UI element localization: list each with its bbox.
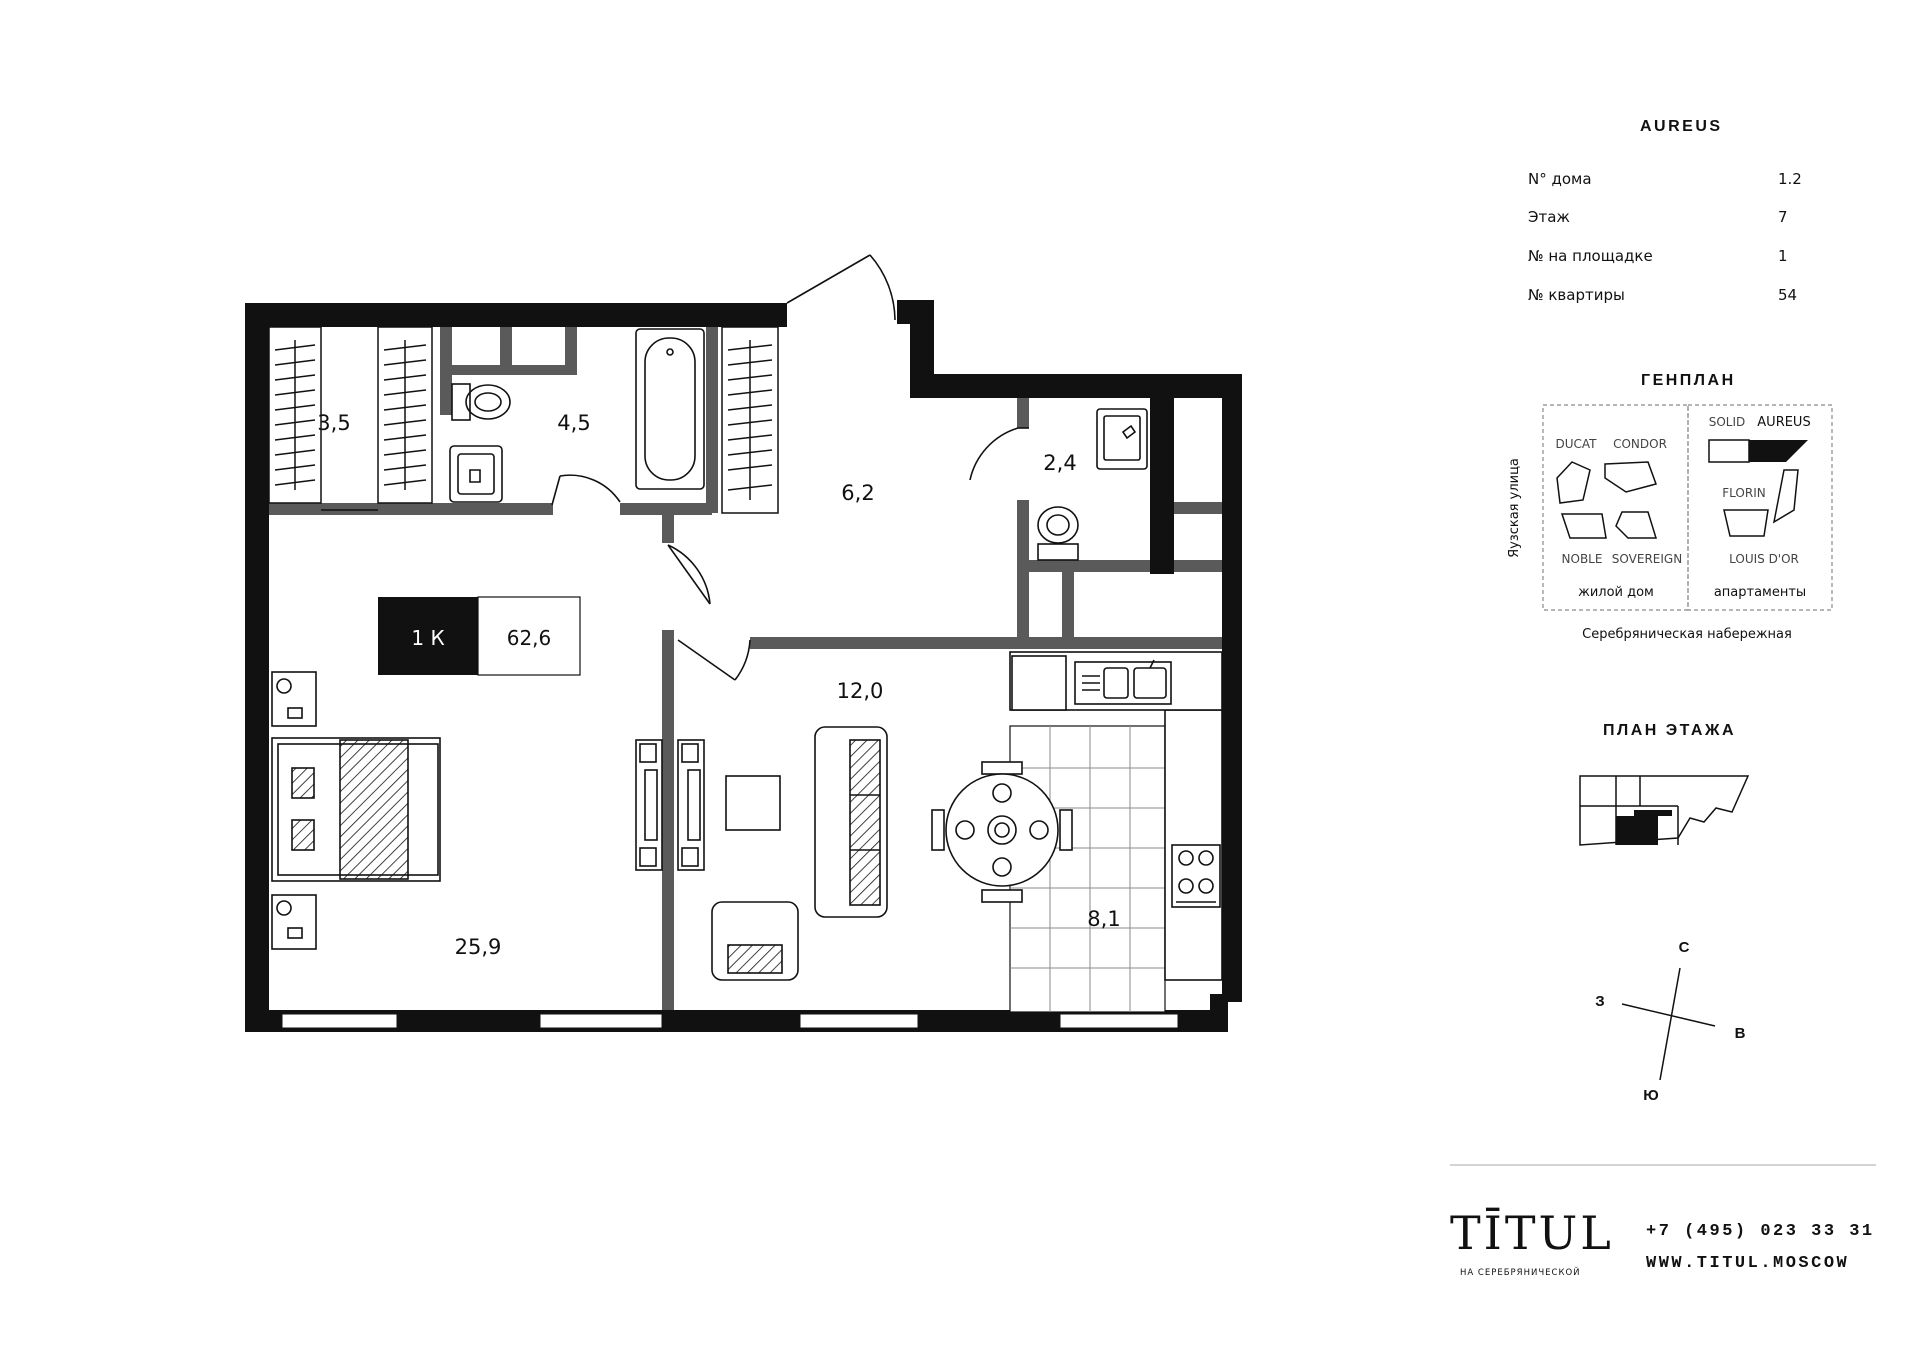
room-hall-area: 6,2 (841, 481, 874, 505)
room-labels: 3,5 4,5 6,2 2,4 12,0 8,1 25,9 (317, 411, 1120, 959)
room-living-area: 12,0 (837, 679, 884, 703)
bedroom-furniture (271, 671, 663, 950)
kitchen (931, 651, 1223, 1013)
room-bedroom-area: 25,9 (455, 935, 502, 959)
genplan-title: ГЕНПЛАН (1641, 372, 1736, 389)
genplan-building-louisdor: LOUIS D'OR (1729, 552, 1799, 566)
wc-fixtures (969, 408, 1148, 561)
info-value-apartment: 54 (1778, 286, 1798, 304)
genplan-caption-apartments: апартаменты (1714, 585, 1806, 600)
genplan-map: DUCAT CONDOR NOBLE SOVEREIGN SOLID AUREU… (1507, 404, 1833, 642)
mini-floorplan (1579, 775, 1750, 846)
genplan-street-bottom: Серебряническая набережная (1582, 627, 1792, 642)
genplan-building-condor: CONDOR (1613, 437, 1667, 451)
genplan-building-aureus: AUREUS (1757, 415, 1810, 430)
project-title: AUREUS (1640, 118, 1723, 135)
genplan-building-noble: NOBLE (1562, 552, 1603, 566)
room-wc-area: 2,4 (1043, 451, 1076, 475)
windows (281, 1013, 1179, 1029)
inner-walls (269, 327, 1222, 1010)
footer-logo: TĪTUL (1450, 1206, 1614, 1260)
footer-website[interactable]: WWW.TITUL.MOSCOW (1646, 1254, 1850, 1273)
info-label-landing: № на площадке (1528, 247, 1653, 265)
footer-logo-subtitle: НА СЕРЕБРЯНИЧЕСКОЙ (1460, 1268, 1581, 1278)
info-label-apartment: № квартиры (1528, 286, 1625, 304)
info-value-landing: 1 (1778, 247, 1788, 265)
genplan-building-florin: FLORIN (1722, 486, 1765, 500)
info-value-floor: 7 (1778, 208, 1788, 226)
genplan-building-solid: SOLID (1709, 415, 1746, 429)
outer-walls (245, 300, 1242, 1032)
genplan-building-sovereign: SOVEREIGN (1612, 552, 1682, 566)
bathroom-fixtures (449, 328, 705, 506)
entrance-door (786, 254, 896, 321)
compass-south-label: Ю (1643, 1087, 1658, 1104)
compass-west-label: З (1595, 993, 1604, 1010)
compass-north-label: С (1679, 939, 1690, 956)
room-bathroom-area: 4,5 (557, 411, 590, 435)
genplan-building-ducat: DUCAT (1555, 437, 1597, 451)
compass: С Ю З В (1595, 939, 1745, 1104)
info-label-floor: Этаж (1528, 208, 1570, 226)
apartment-badge: 1 К 62,6 (378, 596, 581, 676)
footer-phone[interactable]: +7 (495) 023 33 31 (1646, 1222, 1875, 1241)
badge-area: 62,6 (507, 626, 552, 650)
compass-east-label: В (1735, 1025, 1746, 1042)
info-label-house: N° дома (1528, 170, 1592, 188)
wardrobes (268, 326, 779, 514)
info-value-house: 1.2 (1778, 170, 1802, 188)
floorplan-title: ПЛАН ЭТАЖА (1603, 722, 1736, 739)
genplan-caption-residential: жилой дом (1578, 585, 1654, 600)
room-storage-area: 3,5 (317, 411, 350, 435)
room-kitchen-area: 8,1 (1087, 907, 1120, 931)
interior-doors (667, 544, 751, 681)
living-furniture (677, 726, 888, 981)
badge-type: 1 К (411, 626, 444, 650)
genplan-street-left: Яузская улица (1507, 458, 1522, 558)
